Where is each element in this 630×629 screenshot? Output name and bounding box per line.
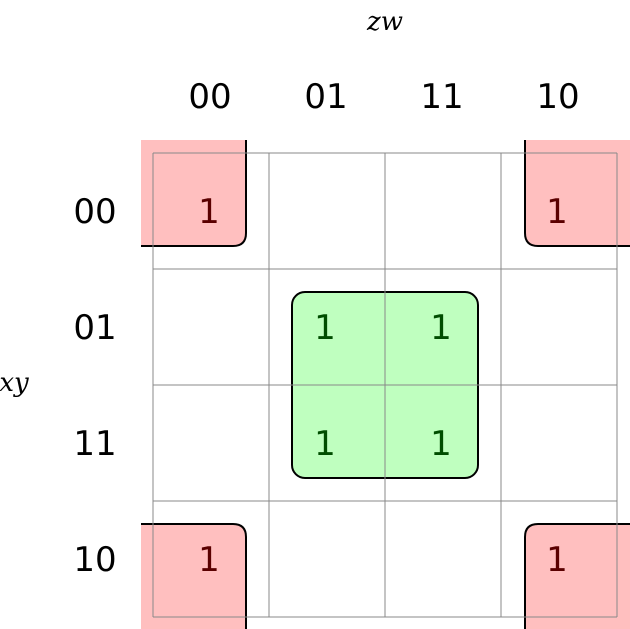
cell-value: 1	[314, 308, 336, 348]
row-header: 10	[73, 540, 116, 580]
row-header: 01	[73, 308, 116, 348]
row-header: 00	[73, 192, 116, 232]
corner-group-bottom-right	[525, 524, 630, 629]
cell-value: 1	[430, 424, 452, 464]
col-header: 10	[536, 77, 579, 117]
corner-group-top-left	[141, 140, 246, 246]
cell-value: 1	[198, 192, 220, 232]
corner-group-top-right	[525, 140, 630, 246]
corner-group-bottom-left-border	[141, 523, 247, 629]
cell-value: 1	[198, 540, 220, 580]
cell-value: 1	[314, 424, 336, 464]
corner-group-bottom-left	[141, 524, 246, 629]
row-variable-label: xy	[0, 368, 29, 398]
col-header: 11	[420, 77, 463, 117]
grid	[152, 152, 618, 618]
col-variable-label: zw	[366, 7, 403, 37]
cell-value: 1	[546, 540, 568, 580]
corner-group-bottom-right-border	[524, 523, 630, 629]
row-header: 11	[73, 424, 116, 464]
col-header: 01	[304, 77, 347, 117]
cell-value: 1	[430, 308, 452, 348]
col-header: 00	[188, 77, 231, 117]
cell-value: 1	[546, 192, 568, 232]
corner-group-top-left-border	[141, 140, 247, 247]
corner-group	[141, 140, 630, 629]
corner-group-top-right-border	[524, 140, 630, 247]
